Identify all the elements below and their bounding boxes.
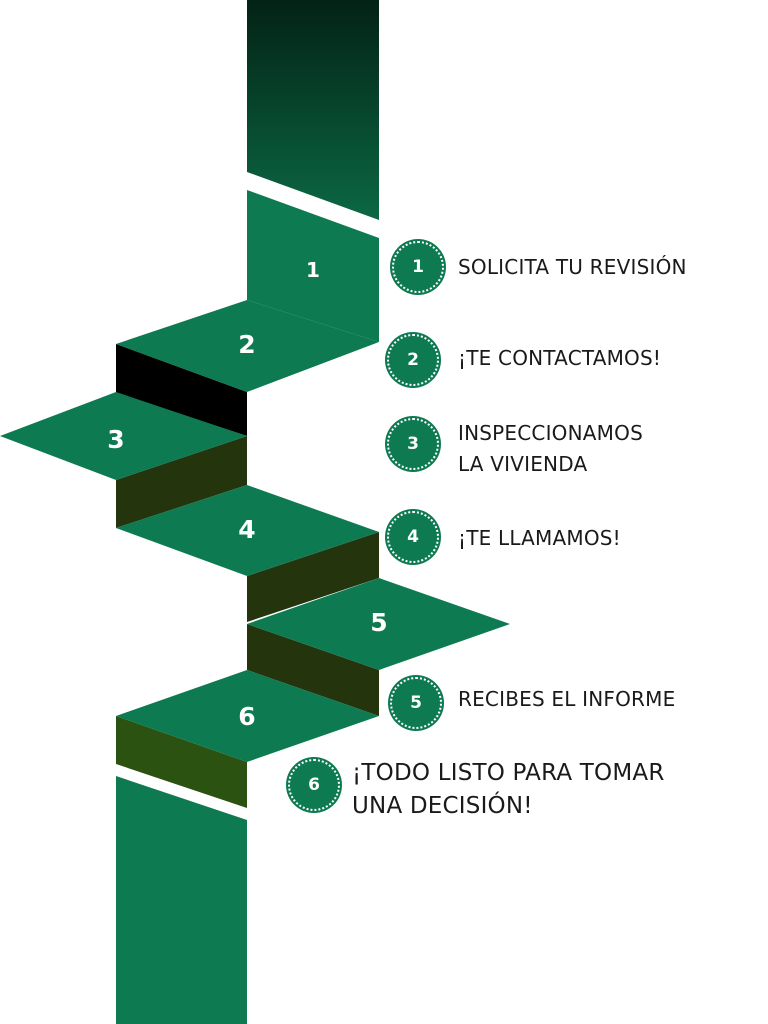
step-label-3-line-2: LA VIVIENDA <box>458 452 588 476</box>
step-badge-2: 2 <box>387 334 439 386</box>
stair-number-5: 5 <box>370 608 387 637</box>
step-badge-6: 6 <box>288 759 340 811</box>
stair-riser-2 <box>116 344 247 436</box>
stair-number-2: 2 <box>238 330 255 359</box>
stair-number-3: 3 <box>107 425 124 454</box>
step-label-6-line-2: UNA DECISIÓN! <box>352 793 533 819</box>
step-label-3: INSPECCIONAMOS LA VIVIENDA <box>458 418 643 480</box>
stair-number-1: 1 <box>306 258 320 282</box>
step-label-4: ¡TE LLAMAMOS! <box>458 523 621 554</box>
stair-tread-3 <box>0 392 247 480</box>
stair-number-4: 4 <box>238 515 255 544</box>
stair-riser-4 <box>247 532 379 622</box>
stair-riser-5 <box>247 624 379 716</box>
stair-tread-2 <box>116 300 379 392</box>
stair-tread-5 <box>247 578 510 670</box>
step-label-2-line-1: ¡TE CONTACTAMOS! <box>458 346 662 370</box>
step-badge-5: 5 <box>390 677 442 729</box>
stair-riser-3 <box>116 436 247 528</box>
step-label-4-line-1: ¡TE LLAMAMOS! <box>458 526 621 550</box>
stair-riser-6 <box>116 716 247 808</box>
step-label-5: RECIBES EL INFORME <box>458 684 675 715</box>
step-badge-1: 1 <box>392 241 444 293</box>
step-label-6: ¡TODO LISTO PARA TOMAR UNA DECISIÓN! <box>352 757 665 823</box>
stair-tread-4 <box>116 485 379 576</box>
top-column <box>247 0 379 220</box>
step-label-2: ¡TE CONTACTAMOS! <box>458 343 661 374</box>
stair-number-6: 6 <box>238 702 255 731</box>
step-label-1-line-1: SOLICITA TU REVISIÓN <box>458 255 687 279</box>
step-label-3-line-1: INSPECCIONAMOS <box>458 421 643 445</box>
stair-tread-6 <box>116 670 379 762</box>
step-label-5-line-1: RECIBES EL INFORME <box>458 687 676 711</box>
step-badge-4: 4 <box>387 511 439 563</box>
step-label-1: SOLICITA TU REVISIÓN <box>458 252 687 283</box>
step-label-6-line-1: ¡TODO LISTO PARA TOMAR <box>352 760 665 786</box>
stair-riser-1 <box>247 190 379 342</box>
bottom-column <box>116 776 247 1024</box>
step-badge-3: 3 <box>387 418 439 470</box>
